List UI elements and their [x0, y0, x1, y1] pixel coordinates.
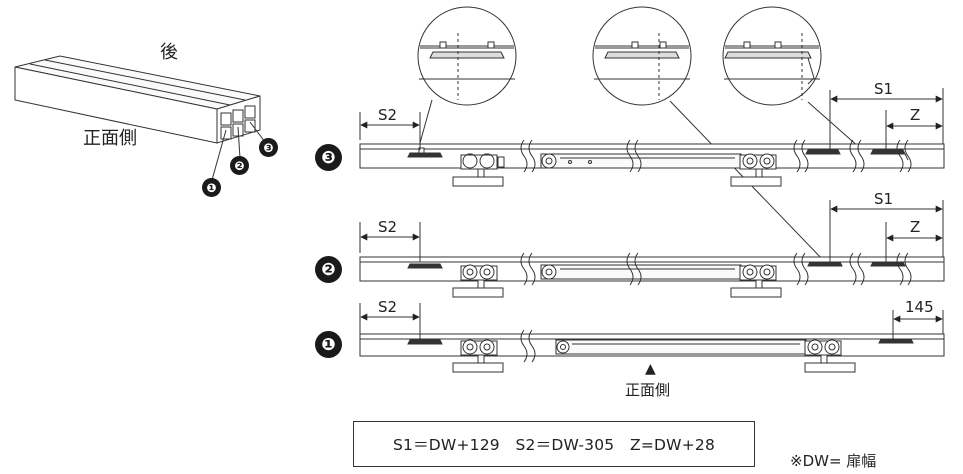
- rail-section-3d: [14, 55, 266, 181]
- section-marker-3: ❸: [259, 138, 278, 157]
- dim-s1-row2: S1: [874, 190, 894, 208]
- dim-z-row2: Z: [910, 218, 921, 236]
- formula-box: S1＝DW+129 S2＝DW-305 Z=DW+28: [353, 421, 755, 467]
- row-marker-1: ❶: [315, 331, 342, 358]
- rear-label: 後: [160, 42, 178, 63]
- row-marker-2: ❷: [315, 256, 342, 283]
- dim-s1-row3: S1: [874, 80, 894, 98]
- dim-s2-row3: S2: [378, 106, 398, 124]
- rail-row-1: [359, 303, 945, 373]
- dim-145-row1: 145: [905, 298, 934, 316]
- front-indicator-label: 正面側: [625, 381, 671, 399]
- dim-s2-row1: S2: [378, 298, 398, 316]
- dw-note: ※DW= 扉幅: [790, 452, 877, 470]
- dim-z-row3: Z: [910, 106, 921, 124]
- section-marker-1: ❶: [202, 178, 221, 197]
- front-arrow-icon: ▲: [645, 361, 656, 377]
- rail-row-3: [359, 88, 945, 187]
- rail-row-2: [359, 200, 945, 298]
- row-marker-3: ❸: [315, 144, 342, 171]
- dim-s2-row2: S2: [378, 218, 398, 236]
- detail-circles: [417, 6, 861, 263]
- section-marker-2: ❷: [230, 156, 249, 175]
- front-side-label: 正面側: [83, 128, 137, 149]
